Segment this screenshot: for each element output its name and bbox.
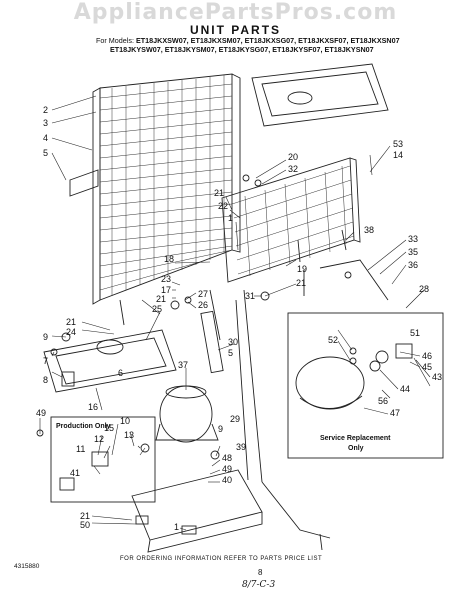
callout-53: 53 [393, 139, 403, 149]
ordering-info: FOR ORDERING INFORMATION REFER TO PARTS … [120, 556, 323, 562]
page-number: 8 [258, 568, 263, 577]
models-prefix: For Models: [96, 36, 134, 45]
callout-24: 24 [66, 327, 76, 337]
callout-21d: 21 [66, 317, 76, 327]
callout-47: 47 [390, 408, 400, 418]
callout-56: 56 [378, 396, 388, 406]
handwritten-note: 8/7-C-3 [242, 580, 276, 590]
callout-9b: 9 [218, 424, 223, 434]
callout-37: 37 [178, 360, 188, 370]
callout-2: 2 [43, 105, 48, 115]
callout-25: 25 [152, 304, 162, 314]
watermark: AppliancePartsPros.com [73, 0, 398, 25]
callout-10: 10 [120, 416, 130, 426]
callout-7: 7 [43, 356, 48, 366]
callout-52: 52 [328, 335, 338, 345]
service-replacement-box [287, 312, 444, 459]
callout-45: 45 [422, 362, 432, 372]
callout-50: 50 [80, 520, 90, 530]
callout-21b: 21 [156, 294, 166, 304]
service-compressor [295, 356, 365, 410]
callout-5: 5 [43, 148, 48, 158]
callout-28: 28 [419, 284, 429, 294]
callout-49b: 49 [36, 408, 46, 418]
top-drain-tray [251, 63, 389, 127]
models-line-2: ET18JKYSW07, ET18JKYSM07, ET18JKYSG07, E… [110, 45, 374, 54]
callout-13: 13 [124, 430, 134, 440]
callout-1b: 1 [174, 522, 179, 532]
callout-23: 23 [161, 274, 171, 284]
callout-51: 51 [410, 328, 420, 338]
callout-21c: 21 [296, 278, 306, 288]
models-line-1: ET18JKXSW07, ET18JKXSM07, ET18JKXSG07, E… [135, 36, 400, 45]
callouts: 2 3 4 5 53 14 20 32 21 22 1 38 33 35 36 … [36, 105, 442, 532]
callout-16: 16 [88, 402, 98, 412]
callout-4: 4 [43, 133, 48, 143]
callout-31: 31 [245, 291, 255, 301]
callout-36: 36 [408, 260, 418, 270]
callout-46: 46 [422, 351, 432, 361]
callout-21a: 21 [214, 188, 224, 198]
callout-43: 43 [432, 372, 442, 382]
callout-32: 32 [288, 164, 298, 174]
callout-11: 11 [76, 444, 85, 454]
callout-17: 17 [161, 285, 171, 295]
callout-14: 14 [393, 150, 403, 160]
leader-lines [39, 95, 431, 531]
callout-21e: 21 [80, 511, 90, 521]
callout-8: 8 [43, 375, 48, 385]
page-title: UNIT PARTS [189, 23, 282, 37]
callout-38: 38 [364, 225, 374, 235]
callout-12: 12 [94, 434, 104, 444]
callout-18: 18 [164, 254, 174, 264]
callout-19: 19 [297, 264, 307, 274]
callout-49a: 49 [222, 464, 232, 474]
callout-35: 35 [408, 247, 418, 257]
callout-9: 9 [43, 332, 48, 342]
callout-3: 3 [43, 118, 48, 128]
callout-39: 39 [236, 442, 246, 452]
callout-30: 30 [228, 337, 238, 347]
production-only-box [50, 416, 156, 503]
callout-41: 41 [70, 468, 80, 478]
service-replacement-only: Only [348, 445, 364, 452]
document-number: 4315880 [14, 563, 40, 570]
base-pan [131, 469, 263, 541]
callout-40: 40 [222, 475, 232, 485]
coil-fins [99, 75, 355, 296]
model-list: For Models: ET18JKXSW07, ET18JKXSM07, ET… [96, 36, 466, 54]
evaporator-coil [221, 157, 361, 283]
callout-5b: 5 [228, 348, 233, 358]
callout-44: 44 [400, 384, 410, 394]
callout-1: 1 [228, 213, 233, 223]
drain-pan [43, 329, 177, 393]
service-replacement-label: Service Replacement [320, 435, 391, 442]
callout-33: 33 [408, 234, 418, 244]
callout-6: 6 [118, 368, 123, 378]
callout-22: 22 [218, 201, 228, 211]
callout-27: 27 [198, 289, 208, 299]
callout-15: 15 [104, 423, 114, 433]
callout-48: 48 [222, 453, 232, 463]
callout-26: 26 [198, 300, 208, 310]
callout-20: 20 [288, 152, 298, 162]
callout-29: 29 [230, 414, 240, 424]
production-only-label: Production Only [56, 423, 111, 430]
